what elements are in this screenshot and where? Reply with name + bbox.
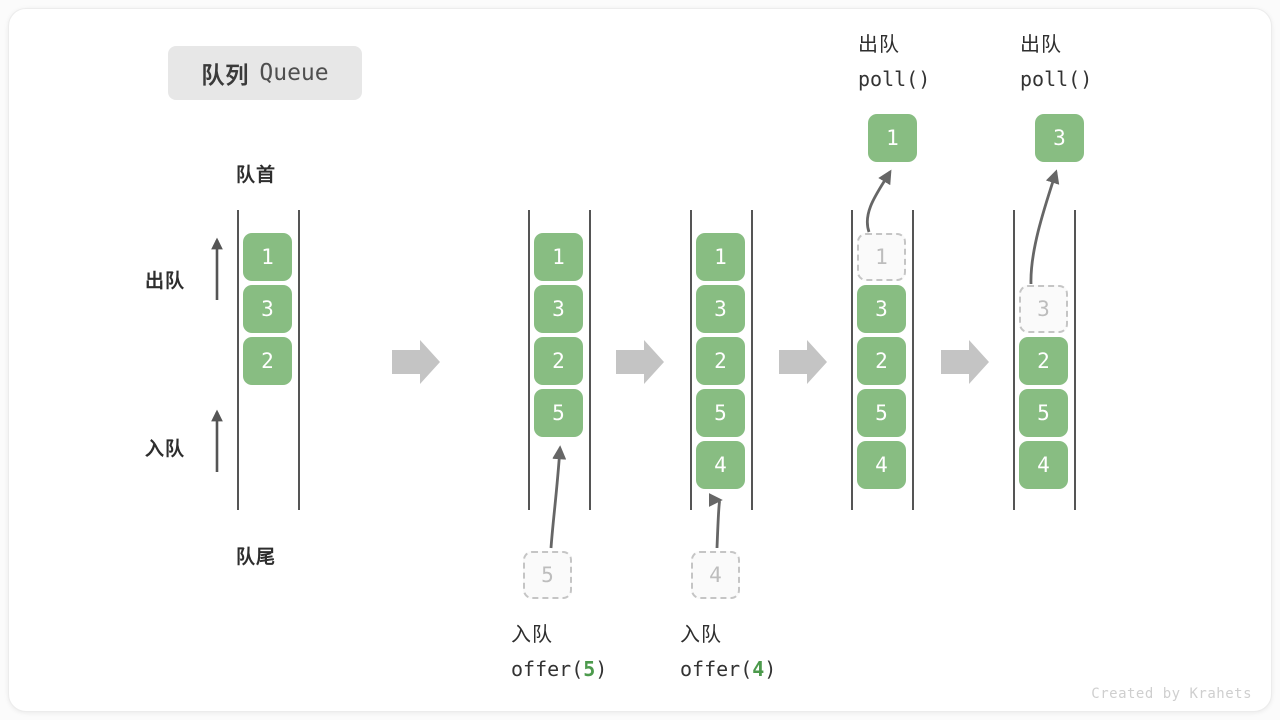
title-badge: 队列 Queue	[168, 46, 362, 100]
queue-cell: 5	[1019, 389, 1068, 437]
rail-right-col3	[751, 210, 753, 510]
incoming-ghost-cell: 4	[691, 551, 740, 599]
rail-left-col3	[690, 210, 692, 510]
queue-cell: 5	[857, 389, 906, 437]
dequeue-caption-col4: 出队 poll()	[858, 28, 930, 96]
queue-cell: 3	[696, 285, 745, 333]
enqueue-caption-col2: 入队 offer(5)	[511, 618, 607, 686]
queue-cell-ghost: 3	[1019, 285, 1068, 333]
title-english: Queue	[259, 60, 329, 86]
enqueue-direction-label: 入队	[145, 439, 186, 460]
rail-right-col2	[589, 210, 591, 510]
enqueue-arg: 5	[583, 657, 596, 681]
queue-head-label: 队首	[236, 165, 277, 186]
queue-cell: 1	[243, 233, 292, 281]
enqueue-caption-col3: 入队 offer(4)	[680, 618, 776, 686]
queue-cell: 4	[696, 441, 745, 489]
queue-cell: 2	[857, 337, 906, 385]
dequeue-caption-code: poll()	[858, 67, 931, 91]
rail-right-col5	[1074, 210, 1076, 510]
queue-cell: 2	[534, 337, 583, 385]
dequeue-direction-label: 出队	[145, 271, 186, 292]
queue-tail-label: 队尾	[236, 547, 277, 568]
queue-cell: 3	[534, 285, 583, 333]
outgoing-cell: 3	[1035, 114, 1084, 162]
rail-right-col1	[298, 210, 300, 510]
queue-cell: 3	[243, 285, 292, 333]
queue-cell: 2	[696, 337, 745, 385]
queue-cell: 5	[534, 389, 583, 437]
queue-cell: 2	[1019, 337, 1068, 385]
enqueue-caption-chinese: 入队	[680, 624, 722, 646]
dequeue-caption-code: poll()	[1020, 67, 1093, 91]
queue-cell: 5	[696, 389, 745, 437]
enqueue-caption-code: offer(5)	[511, 657, 608, 681]
enqueue-caption-code: offer(4)	[680, 657, 777, 681]
rail-left-col4	[851, 210, 853, 510]
incoming-ghost-cell: 5	[523, 551, 572, 599]
enqueue-caption-chinese: 入队	[511, 624, 553, 646]
enqueue-arg: 4	[752, 657, 765, 681]
rail-right-col4	[912, 210, 914, 510]
diagram-card	[8, 8, 1272, 712]
title-chinese: 队列	[201, 62, 250, 88]
dequeue-caption-chinese: 出队	[1020, 34, 1062, 56]
rail-left-col5	[1013, 210, 1015, 510]
queue-cell-ghost: 1	[857, 233, 906, 281]
queue-cell: 1	[534, 233, 583, 281]
dequeue-caption-chinese: 出队	[858, 34, 900, 56]
queue-cell: 1	[696, 233, 745, 281]
footer-credit: Created by Krahets	[1091, 686, 1252, 702]
dequeue-caption-col5: 出队 poll()	[1020, 28, 1092, 96]
queue-cell: 4	[1019, 441, 1068, 489]
queue-cell: 3	[857, 285, 906, 333]
rail-left-col1	[237, 210, 239, 510]
queue-cell: 4	[857, 441, 906, 489]
rail-left-col2	[528, 210, 530, 510]
queue-cell: 2	[243, 337, 292, 385]
outgoing-cell: 1	[868, 114, 917, 162]
